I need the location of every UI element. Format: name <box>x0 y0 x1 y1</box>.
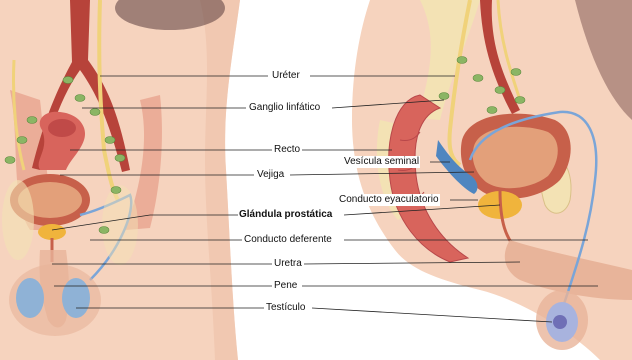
label-testiculo: Testículo <box>265 302 306 314</box>
sagittal-lymph-node <box>457 57 467 64</box>
frontal-lymph-node <box>17 137 27 144</box>
label-vesicula-seminal: Vesícula seminal <box>343 156 420 168</box>
label-recto: Recto <box>273 144 301 156</box>
sagittal-testicle-core <box>553 315 567 329</box>
frontal-lymph-node <box>5 157 15 164</box>
label-glandula-prostatica: Glándula prostática <box>238 209 333 221</box>
frontal-rectum-opening <box>48 119 76 137</box>
sagittal-lymph-node <box>495 87 505 94</box>
frontal-pelvic-bone-left <box>2 180 34 260</box>
frontal-testicle-left <box>16 278 44 318</box>
frontal-lymph-node <box>99 227 109 234</box>
sagittal-view <box>352 0 632 360</box>
sagittal-lymph-node <box>511 69 521 76</box>
label-ganglio-linfatico: Ganglio linfático <box>248 102 321 114</box>
label-pene: Pene <box>273 280 298 292</box>
frontal-lymph-node <box>27 117 37 124</box>
frontal-lymph-node <box>111 187 121 194</box>
sagittal-lymph-node <box>473 75 483 82</box>
frontal-prostate <box>38 224 66 240</box>
label-ureter: Uréter <box>271 70 301 82</box>
label-conducto-eyaculatorio: Conducto eyaculatorio <box>338 194 440 206</box>
frontal-lymph-node <box>115 155 125 162</box>
sagittal-lymph-node <box>487 107 497 114</box>
frontal-lymph-node <box>75 95 85 102</box>
sagittal-lymph-node <box>515 97 525 104</box>
label-vejiga: Vejiga <box>256 169 285 181</box>
frontal-lymph-node <box>105 137 115 144</box>
label-uretra: Uretra <box>273 258 303 270</box>
frontal-lymph-node <box>63 77 73 84</box>
sagittal-lymph-node <box>439 93 449 100</box>
frontal-pelvic-bone-right <box>102 185 138 265</box>
frontal-view <box>0 0 240 360</box>
label-conducto-deferente: Conducto deferente <box>243 234 333 246</box>
frontal-lymph-node <box>90 109 100 116</box>
frontal-testicle-right <box>62 278 90 318</box>
leader-testiculo-right <box>312 308 552 322</box>
